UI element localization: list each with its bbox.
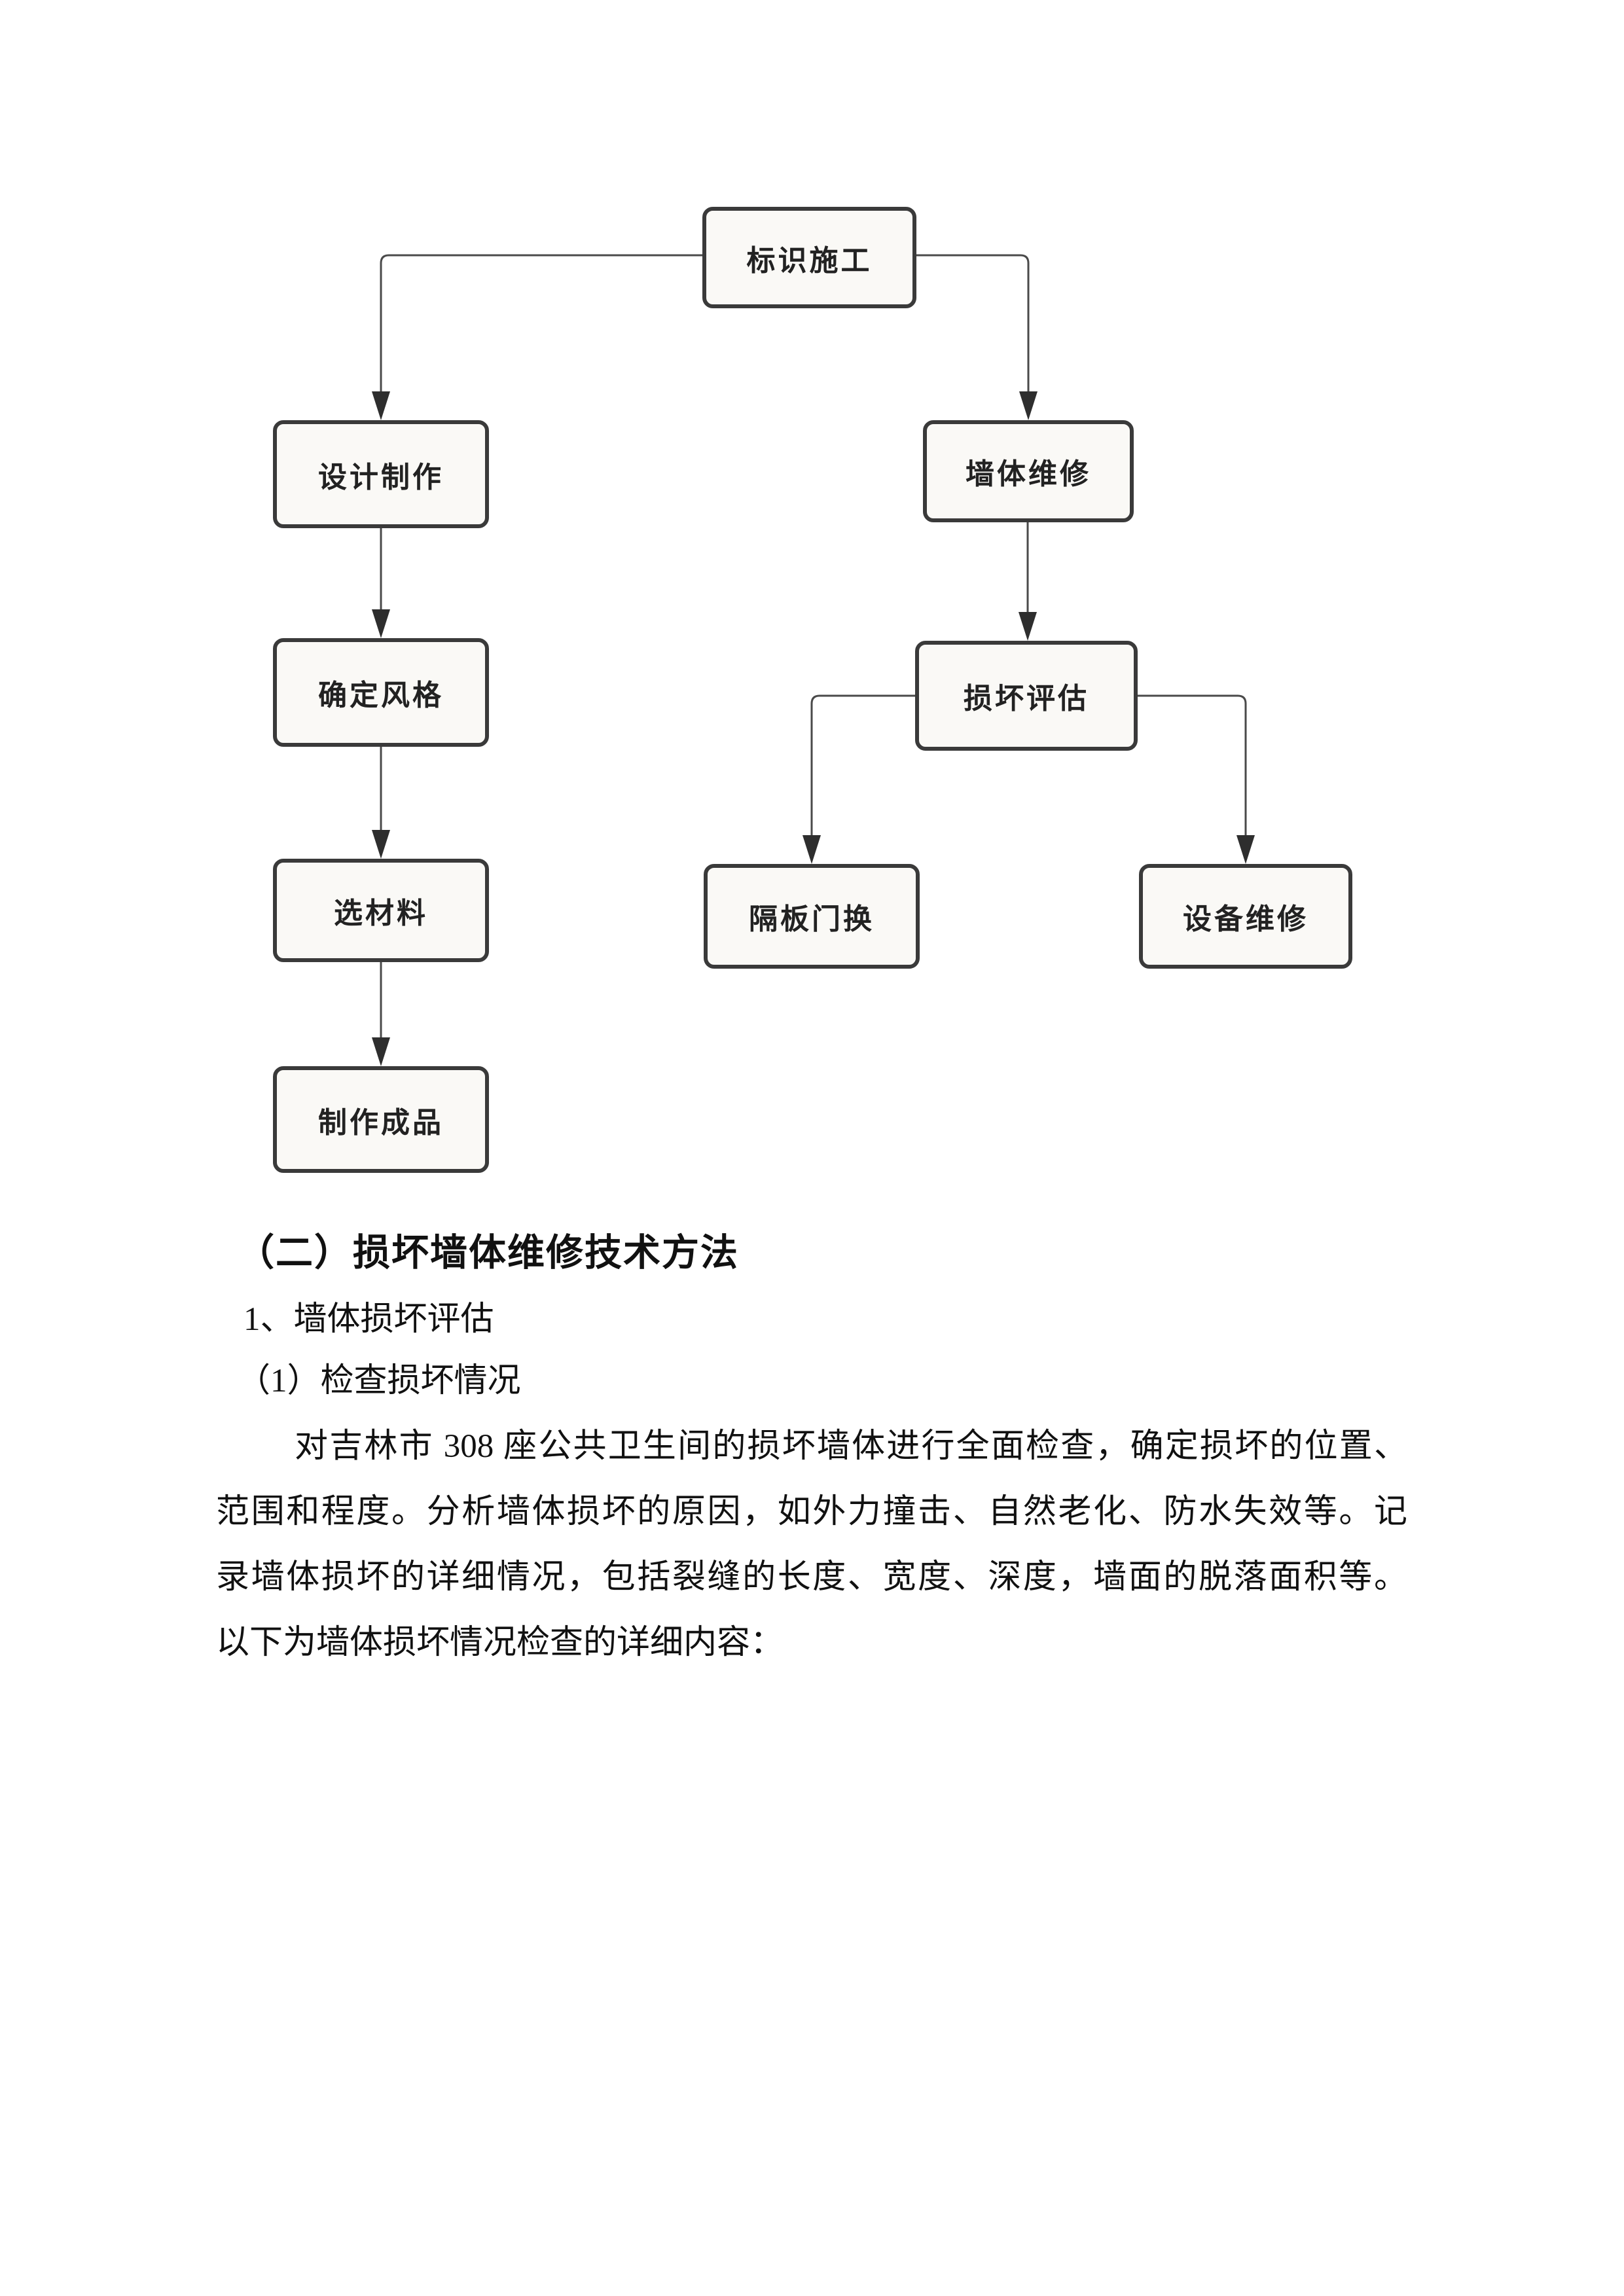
- flowchart-node-sign-construction: 标识施工: [702, 207, 916, 308]
- node-label: 隔板门换: [749, 903, 875, 935]
- sub-item: （1）检查损坏情况: [237, 1363, 521, 1399]
- flowchart-node-partition-door-replace: 隔板门换: [704, 864, 920, 969]
- numbered-item: 1、墙体损坏评估: [244, 1301, 494, 1338]
- flowchart-node-make-product: 制作成品: [273, 1066, 489, 1173]
- paragraph-line-2: 范围和程度。分析墙体损坏的原因，如外力撞击、自然老化、防水失效等。记: [216, 1494, 1407, 1530]
- arrowhead-assessment: [1019, 612, 1037, 641]
- connector-root-to-wall-repair: [916, 254, 1030, 395]
- arrowhead-wall-repair: [1019, 391, 1038, 420]
- flowchart-connectors: [372, 254, 1255, 1066]
- node-label: 制作成品: [318, 1106, 444, 1139]
- flowchart-node-select-material: 选材料: [273, 859, 489, 962]
- arrowhead-equipment: [1236, 835, 1255, 864]
- flowchart: 标识施工 设计制作 确定风格 选材料 制作成品 墙体维修 损坏评估 隔板门换 设…: [273, 207, 1352, 1173]
- node-label: 设计制作: [318, 461, 444, 493]
- arrowhead-partition: [803, 835, 821, 864]
- connector-assessment-to-equipment: [1138, 694, 1247, 839]
- arrowhead-product: [372, 1037, 390, 1066]
- flowchart-node-wall-repair: 墙体维修: [923, 420, 1134, 522]
- node-label: 墙体维修: [965, 458, 1091, 490]
- paragraph-line-3: 录墙体损坏的详细情况，包括裂缝的长度、宽度、深度，墙面的脱落面积等。: [216, 1559, 1407, 1596]
- node-label: 标识施工: [746, 244, 873, 277]
- node-label: 设备维修: [1183, 903, 1308, 935]
- node-label: 损坏评估: [964, 683, 1089, 715]
- node-label: 选材料: [334, 897, 428, 929]
- arrowhead-material: [372, 830, 390, 859]
- flowchart-node-equipment-repair: 设备维修: [1139, 864, 1352, 969]
- flowchart-node-damage-assessment: 损坏评估: [915, 641, 1138, 751]
- connector-root-to-design: [380, 254, 702, 395]
- connector-assessment-to-partition: [810, 694, 915, 839]
- node-label: 确定风格: [318, 679, 444, 711]
- arrowhead-style: [372, 609, 390, 638]
- paragraph-line-4: 以下为墙体损坏情况检查的详细内容：: [216, 1624, 784, 1661]
- flowchart-node-design-production: 设计制作: [273, 420, 489, 528]
- arrowhead-design: [372, 391, 390, 420]
- section-heading: （二）损坏墙体维修技术方法: [237, 1232, 739, 1274]
- flowchart-node-determine-style: 确定风格: [273, 638, 489, 747]
- paragraph-line-1: 对吉林市 308 座公共卫生间的损坏墙体进行全面检查，确定损坏的位置、: [295, 1428, 1407, 1465]
